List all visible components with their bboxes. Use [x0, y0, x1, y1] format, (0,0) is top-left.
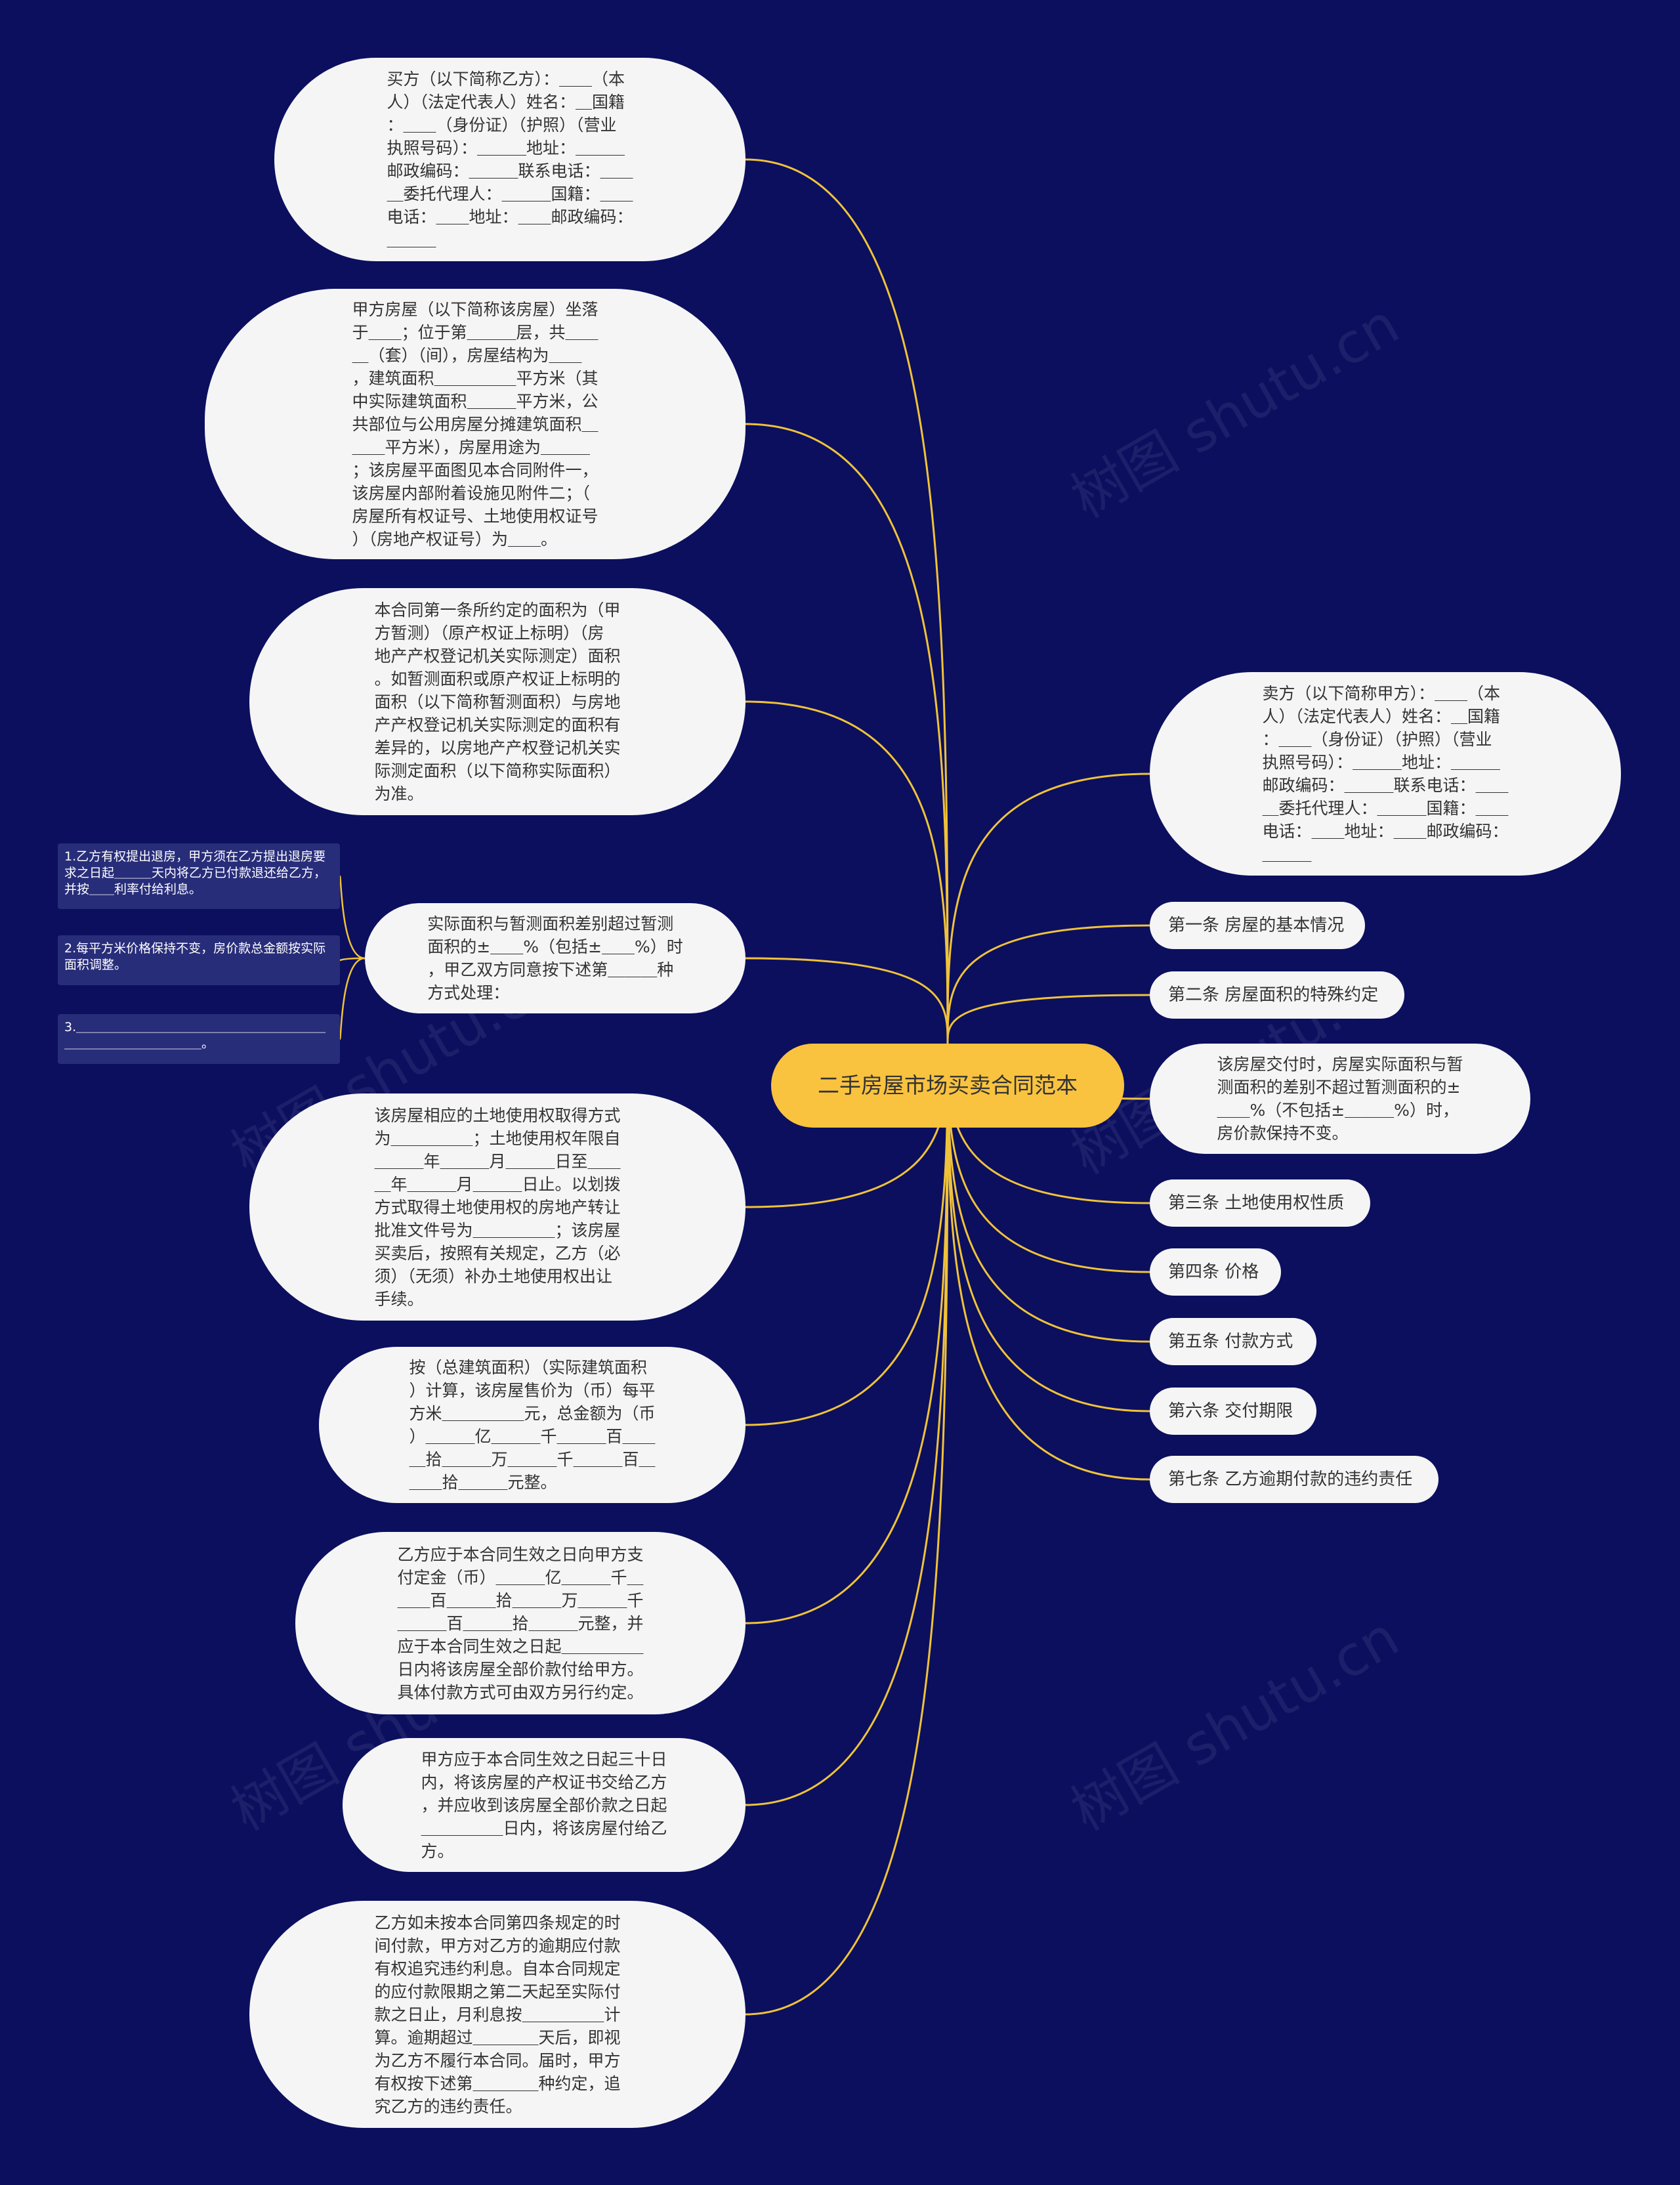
node-delivery-area-text: 该房屋交付时，房屋实际面积与暂 测面积的差别不超过暂测面积的± ＿＿%（不包括±… [1217, 1055, 1463, 1143]
node-article-3[interactable]: 第三条 土地使用权性质 [1150, 1179, 1370, 1227]
node-area-difference[interactable]: 实际面积与暂测面积差别超过暂测 面积的±＿＿%（包括±＿＿%）时 ，甲乙双方同意… [365, 903, 746, 1013]
node-article-1-label: 第一条 房屋的基本情况 [1168, 916, 1345, 935]
node-article-6[interactable]: 第六条 交付期限 [1150, 1388, 1316, 1435]
node-article-4[interactable]: 第四条 价格 [1150, 1248, 1281, 1296]
node-article-3-label: 第三条 土地使用权性质 [1168, 1193, 1345, 1213]
node-buyer-info-text: 买方（以下简称乙方）：＿＿（本 人）（法定代表人）姓名：＿国籍 ：＿＿（身份证）… [387, 70, 633, 249]
option-1[interactable]: 1.乙方有权提出退房，甲方须在乙方提出退房要求之日起＿＿＿天内将乙方已付款退还给… [58, 843, 340, 909]
node-house-info[interactable]: 甲方房屋（以下简称该房屋）坐落 于＿＿；位于第＿＿＿层，共＿＿ ＿（套）（间），… [205, 289, 746, 559]
link-art1 [946, 924, 1150, 1044]
node-article-2[interactable]: 第二条 房屋面积的特殊约定 [1150, 971, 1404, 1019]
node-article-6-label: 第六条 交付期限 [1168, 1401, 1293, 1421]
node-area-definition-text: 本合同第一条所约定的面积为（甲 方暂测）（原产权证上标明）（房 地产产权登记机关… [374, 600, 621, 803]
link-diff [745, 957, 949, 1044]
link-art2 [946, 994, 1150, 1044]
node-article-7-label: 第七条 乙方逾期付款的违约责任 [1168, 1470, 1413, 1489]
link-opt2 [339, 957, 366, 962]
node-seller-info-text: 卖方（以下简称甲方）：＿＿（本 人）（法定代表人）姓名：＿国籍 ：＿＿（身份证）… [1262, 684, 1509, 864]
node-handover-text: 甲方应于本合同生效之日起三十日 内，将该房屋的产权证书交给乙方 ，并应收到该房屋… [421, 1749, 667, 1861]
link-seller [946, 773, 1150, 1044]
node-payment[interactable]: 乙方应于本合同生效之日向甲方支 付定金（币）＿＿＿亿＿＿＿千＿ ＿＿百＿＿＿拾＿… [295, 1532, 746, 1714]
center-topic[interactable]: 二手房屋市场买卖合同范本 [771, 1044, 1124, 1128]
option-2[interactable]: 2.每平方米价格保持不变，房价款总金额按实际面积调整。 [58, 935, 340, 985]
node-article-5-label: 第五条 付款方式 [1168, 1332, 1293, 1351]
link-area [745, 700, 949, 1044]
link-opt3 [339, 957, 366, 1040]
node-payment-text: 乙方应于本合同生效之日向甲方支 付定金（币）＿＿＿亿＿＿＿千＿ ＿＿百＿＿＿拾＿… [397, 1544, 644, 1702]
link-pay [745, 1043, 949, 1624]
node-article-1[interactable]: 第一条 房屋的基本情况 [1150, 902, 1365, 949]
node-land-rights-text: 该房屋相应的土地使用权取得方式 为＿＿＿＿＿；土地使用权年限自 ＿＿＿年＿＿＿月… [374, 1105, 621, 1309]
link-opt1 [339, 875, 366, 960]
node-buyer-info[interactable]: 买方（以下简称乙方）：＿＿（本 人）（法定代表人）姓名：＿国籍 ：＿＿（身份证）… [274, 58, 746, 261]
option-3[interactable]: 3.＿＿＿＿＿＿＿＿＿＿＿＿＿＿＿＿＿＿＿＿＿＿＿＿＿＿＿＿＿＿＿。 [58, 1014, 340, 1064]
node-article-4-label: 第四条 价格 [1168, 1262, 1259, 1282]
node-late-payment-text: 乙方如未按本合同第四条规定的时 间付款，甲方对乙方的逾期应付款 有权追究违约利息… [374, 1913, 621, 2116]
node-price-text: 按（总建筑面积）（实际建筑面积 ）计算，该房屋售价为（币）每平 方米＿＿＿＿＿元… [409, 1358, 656, 1492]
node-article-5[interactable]: 第五条 付款方式 [1150, 1318, 1316, 1365]
node-price[interactable]: 按（总建筑面积）（实际建筑面积 ）计算，该房屋售价为（币）每平 方米＿＿＿＿＿元… [319, 1347, 746, 1503]
link-house [745, 423, 949, 1044]
link-buyer [745, 158, 949, 1044]
node-land-rights[interactable]: 该房屋相应的土地使用权取得方式 为＿＿＿＿＿；土地使用权年限自 ＿＿＿年＿＿＿月… [249, 1093, 746, 1321]
center-topic-label: 二手房屋市场买卖合同范本 [818, 1072, 1078, 1098]
node-area-definition[interactable]: 本合同第一条所约定的面积为（甲 方暂测）（原产权证上标明）（房 地产产权登记机关… [249, 588, 746, 815]
node-handover[interactable]: 甲方应于本合同生效之日起三十日 内，将该房屋的产权证书交给乙方 ，并应收到该房屋… [343, 1738, 746, 1872]
node-seller-info[interactable]: 卖方（以下简称甲方）：＿＿（本 人）（法定代表人）姓名：＿国籍 ：＿＿（身份证）… [1150, 672, 1621, 876]
node-article-7[interactable]: 第七条 乙方逾期付款的违约责任 [1150, 1456, 1438, 1503]
node-article-2-label: 第二条 房屋面积的特殊约定 [1168, 985, 1379, 1005]
link-late [745, 1043, 949, 2016]
node-area-difference-text: 实际面积与暂测面积差别超过暂测 面积的±＿＿%（包括±＿＿%）时 ，甲乙双方同意… [427, 914, 683, 1002]
node-delivery-area[interactable]: 该房屋交付时，房屋实际面积与暂 测面积的差别不超过暂测面积的± ＿＿%（不包括±… [1150, 1044, 1530, 1154]
node-late-payment[interactable]: 乙方如未按本合同第四条规定的时 间付款，甲方对乙方的逾期应付款 有权追究违约利息… [249, 1901, 746, 2128]
node-house-info-text: 甲方房屋（以下简称该房屋）坐落 于＿＿；位于第＿＿＿层，共＿＿ ＿（套）（间），… [352, 299, 598, 549]
